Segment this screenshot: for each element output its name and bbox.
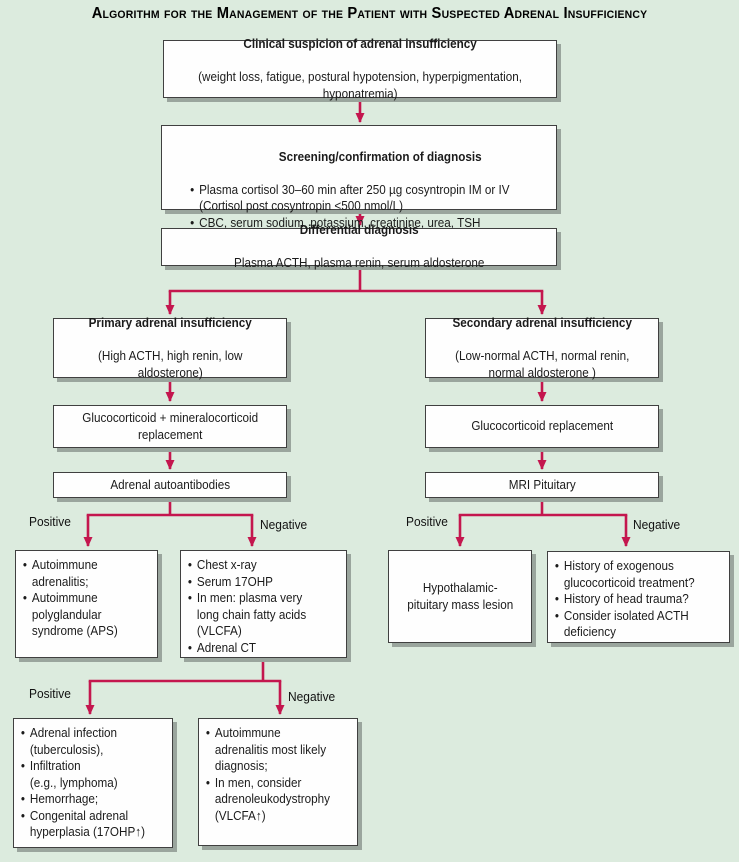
- bullet-item: Consider isolated ACTH deficiency: [554, 608, 723, 641]
- bullet-list: Chest x-raySerum 17OHPIn men: plasma ver…: [187, 557, 340, 656]
- box-body: Glucocorticoid replacement: [471, 418, 613, 434]
- box-body: MRI Pituitary: [508, 476, 576, 492]
- bullet-item: Congenital adrenal hyperplasia (17OHP↑): [20, 808, 166, 841]
- bullet-item: Autoimmune polyglandular syndrome (APS): [22, 590, 151, 640]
- branch-label-negative-right: Negative: [633, 517, 681, 532]
- bullet-item: CBC, serum sodium, potassium, creatinine…: [189, 215, 571, 232]
- box-clinical-suspicion: Clinical suspicion of adrenal insufficie…: [163, 36, 557, 101]
- bullet-item: Adrenal infection (tuberculosis),: [20, 725, 166, 758]
- box-body: Hypothalamic- pituitary mass lesion: [406, 580, 514, 612]
- box-hypothalamic-pituitary-mass: Hypothalamic- pituitary mass lesion: [388, 550, 532, 643]
- branch-label-negative-bottom: Negative: [288, 689, 336, 704]
- box-autoimmune-likely-diagnosis: Autoimmune adrenalitis most likely diagn…: [198, 718, 358, 846]
- box-secondary-adrenal-insufficiency: Secondary adrenal insufficiency (Low-nor…: [425, 315, 659, 380]
- bullet-item: Infiltration (e.g., lymphoma): [20, 758, 166, 791]
- box-heading: Primary adrenal insufficiency: [88, 315, 252, 330]
- branch-label-positive-left: Positive: [29, 514, 71, 529]
- branch-label-positive-right: Positive: [406, 514, 448, 529]
- bullet-item: Autoimmune adrenalitis;: [22, 557, 151, 590]
- box-body: (Low-normal ACTH, normal renin, normal a…: [454, 348, 630, 380]
- box-body: (weight loss, fatigue, postural hypotens…: [198, 69, 522, 101]
- bullet-item: History of head trauma?: [554, 591, 723, 608]
- bullet-item: Plasma cortisol 30–60 min after 250 µg c…: [189, 182, 571, 215]
- page-title: Algorithm for the Management of the Pati…: [91, 5, 648, 22]
- box-mri-pituitary: MRI Pituitary: [425, 472, 659, 498]
- bullet-list: Adrenal infection (tuberculosis),Infiltr…: [20, 725, 166, 841]
- bullet-item: History of exogenous glucocorticoid trea…: [554, 558, 723, 591]
- box-autoimmune-adrenalitis-aps: Autoimmune adrenalitis;Autoimmune polygl…: [15, 550, 158, 658]
- bullet-list: History of exogenous glucocorticoid trea…: [554, 558, 723, 641]
- box-heading: Clinical suspicion of adrenal insufficie…: [243, 36, 477, 51]
- bullet-list: Autoimmune adrenalitis most likely diagn…: [205, 725, 351, 824]
- box-heading: Screening/confirmation of diagnosis: [278, 148, 482, 164]
- box-primary-adrenal-insufficiency: Primary adrenal insufficiency (High ACTH…: [53, 315, 287, 380]
- bullet-item: Autoimmune adrenalitis most likely diagn…: [205, 725, 351, 775]
- box-screening-confirmation: Screening/confirmation of diagnosis Plas…: [161, 125, 557, 231]
- box-adrenal-autoantibodies: Adrenal autoantibodies: [53, 472, 287, 498]
- box-body: Adrenal autoantibodies: [110, 476, 230, 492]
- box-primary-negative-workup: Chest x-raySerum 17OHPIn men: plasma ver…: [180, 550, 347, 658]
- branch-label-negative-left: Negative: [260, 517, 308, 532]
- box-body: Glucocorticoid + mineralocorticoid repla…: [82, 410, 258, 442]
- box-body: (High ACTH, high renin, low aldosterone): [97, 348, 243, 380]
- bullet-item: Adrenal CT: [187, 640, 340, 657]
- bullet-item: In men: plasma very long chain fatty aci…: [187, 590, 340, 640]
- branch-label-positive-bottom: Positive: [29, 686, 71, 701]
- bullet-item: Serum 17OHP: [187, 574, 340, 591]
- box-differential-diagnosis: Differential diagnosis Plasma ACTH, plas…: [161, 222, 557, 270]
- box-glucocorticoid-mineralocorticoid: Glucocorticoid + mineralocorticoid repla…: [53, 405, 287, 448]
- box-heading: Secondary adrenal insufficiency: [452, 315, 632, 330]
- bullet-item: Chest x-ray: [187, 557, 340, 574]
- box-body: Plasma ACTH, plasma renin, serum aldoste…: [233, 255, 485, 271]
- box-adrenal-infection-causes: Adrenal infection (tuberculosis),Infiltr…: [13, 718, 173, 848]
- box-secondary-negative-considerations: History of exogenous glucocorticoid trea…: [547, 551, 730, 643]
- box-heading: Differential diagnosis: [299, 222, 419, 238]
- box-glucocorticoid-replacement: Glucocorticoid replacement: [425, 405, 659, 448]
- bullet-item: Hemorrhage;: [20, 791, 166, 808]
- bullet-item: In men, consider adrenoleukodystrophy (V…: [205, 775, 351, 825]
- bullet-list: Plasma cortisol 30–60 min after 250 µg c…: [189, 182, 571, 232]
- bullet-list: Autoimmune adrenalitis;Autoimmune polygl…: [22, 557, 151, 640]
